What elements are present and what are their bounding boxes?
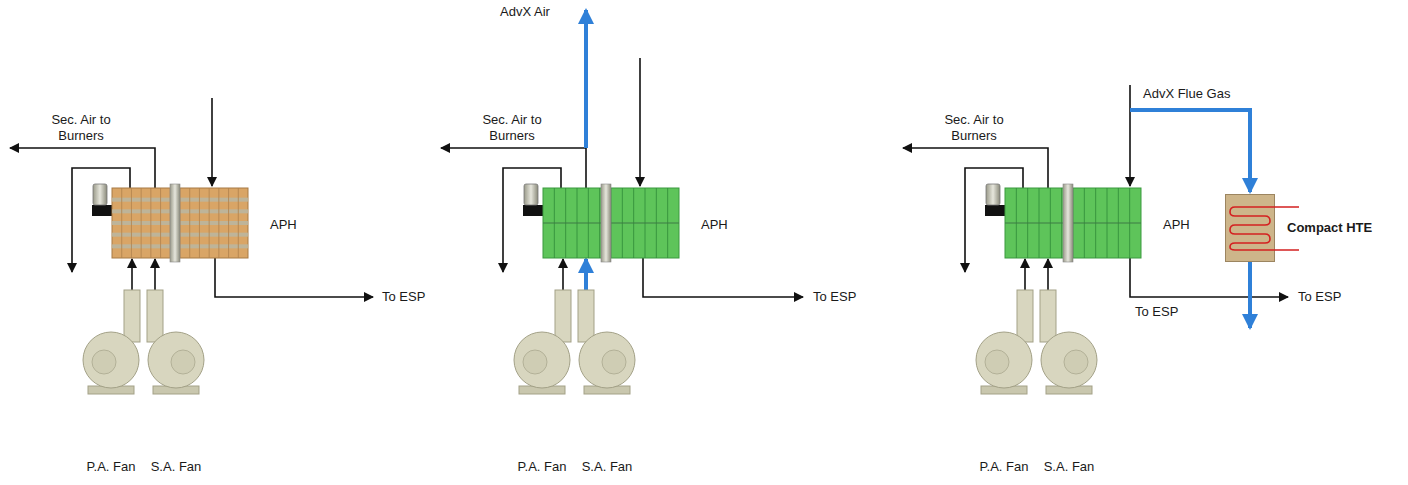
air-flow-arrow <box>1024 259 1026 290</box>
air-preheater: APH <box>543 188 679 258</box>
air-preheater: APH <box>112 188 248 258</box>
flow-label: To ESP <box>382 289 425 305</box>
equipment-label: APH <box>270 217 297 233</box>
fan-unit: S.A. Fan <box>576 290 638 475</box>
exchanger-symbol <box>1225 194 1275 262</box>
fan-label: S.A. Fan <box>1044 459 1095 475</box>
heat-exchanger: Compact HTE <box>1225 194 1275 262</box>
flow-label: Sec. Air to Burners <box>38 112 124 144</box>
flow-label: AdvX Air <box>500 4 550 20</box>
fan-unit: S.A. Fan <box>145 290 207 475</box>
air-flow-arrow <box>584 259 588 290</box>
fan-symbol <box>145 290 207 475</box>
fan-unit: P.A. Fan <box>80 290 142 475</box>
flow-label: To ESP <box>1298 289 1341 305</box>
air-flow-arrow <box>562 259 564 290</box>
panel-lines <box>10 10 1299 328</box>
exchanger-symbol <box>1005 188 1141 258</box>
fan-symbol <box>973 290 1035 475</box>
fan-label: P.A. Fan <box>518 459 567 475</box>
fan-label: P.A. Fan <box>87 459 136 475</box>
fan-symbol <box>511 290 573 475</box>
fan-label: S.A. Fan <box>582 459 633 475</box>
flow-label: To ESP <box>1135 304 1178 320</box>
air-flow-arrow <box>154 259 156 290</box>
flow-label: AdvX Flue Gas <box>1143 86 1230 102</box>
fan-symbol <box>1038 290 1100 475</box>
fan-unit: P.A. Fan <box>973 290 1035 475</box>
fan-label: P.A. Fan <box>980 459 1029 475</box>
fan-label: S.A. Fan <box>151 459 202 475</box>
flow-label: Sec. Air to Burners <box>469 112 555 144</box>
air-flow-arrow <box>1047 259 1049 290</box>
equipment-label: APH <box>1163 217 1190 233</box>
flow-label: To ESP <box>813 289 856 305</box>
equipment-label: Compact HTE <box>1287 220 1372 236</box>
equipment-label: APH <box>701 217 728 233</box>
exchanger-symbol <box>543 188 679 258</box>
fan-symbol <box>576 290 638 475</box>
fan-unit: S.A. Fan <box>1038 290 1100 475</box>
air-preheater: APH <box>1005 188 1141 258</box>
air-flow-arrow <box>131 259 133 290</box>
fan-symbol <box>80 290 142 475</box>
fan-unit: P.A. Fan <box>511 290 573 475</box>
exchanger-symbol <box>112 188 248 258</box>
flow-label: Sec. Air to Burners <box>931 112 1017 144</box>
